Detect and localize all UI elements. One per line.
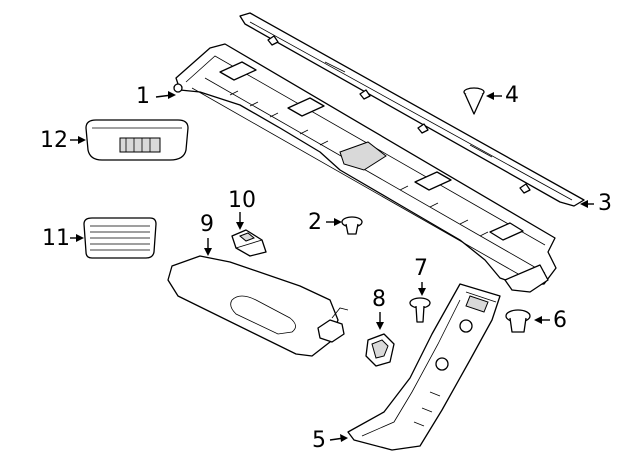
part-6-retainer bbox=[505, 309, 531, 333]
callout-4-label: 4 bbox=[505, 83, 519, 108]
part-4-pin bbox=[463, 87, 485, 115]
callout-8-label: 8 bbox=[372, 287, 386, 312]
callout-9-label: 9 bbox=[200, 212, 214, 237]
callout-1-label: 1 bbox=[136, 84, 150, 109]
part-12-console-lamp bbox=[85, 119, 189, 161]
part-8-clip bbox=[365, 333, 395, 367]
part-9-sunvisor bbox=[167, 255, 349, 357]
callout-11-label: 11 bbox=[42, 226, 70, 251]
callout-7-label: 7 bbox=[414, 256, 428, 281]
callout-2-label: 2 bbox=[308, 210, 322, 235]
part-7-pin bbox=[409, 297, 431, 323]
part-3-header-strip bbox=[239, 12, 585, 207]
callout-arrows bbox=[70, 91, 594, 442]
callout-10-label: 10 bbox=[228, 188, 256, 213]
callout-12-label: 12 bbox=[40, 128, 68, 153]
callout-3-label: 3 bbox=[598, 191, 612, 216]
part-5-pillar bbox=[347, 283, 501, 451]
part-10-bracket bbox=[231, 229, 267, 257]
part-11-lamp bbox=[83, 217, 157, 259]
callout-6-label: 6 bbox=[553, 308, 567, 333]
callout-5-label: 5 bbox=[312, 428, 326, 453]
part-2-clip bbox=[341, 216, 363, 235]
part-1-headliner bbox=[173, 43, 557, 293]
